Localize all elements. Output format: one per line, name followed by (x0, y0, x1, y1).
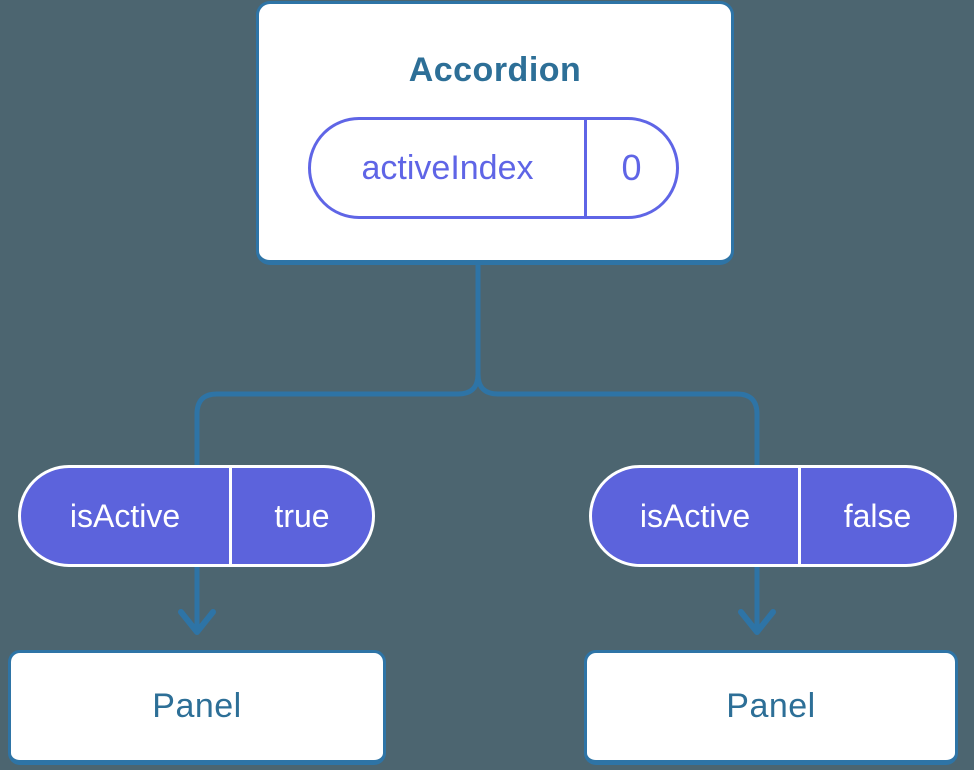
panel-title: Panel (152, 687, 242, 725)
arrow-down-icon (738, 609, 776, 635)
prop-name: isActive (69, 497, 181, 534)
state-name: activeIndex (361, 148, 534, 187)
accordion-component-card: Accordion activeIndex 0 (256, 1, 734, 265)
prop-pill-divider (798, 468, 801, 564)
accordion-title: Accordion (408, 51, 582, 89)
state-value: 0 (621, 147, 642, 188)
arrow-down-icon (178, 609, 216, 635)
prop-value: true (274, 497, 330, 534)
panel-component-card-left: Panel (8, 650, 386, 765)
connector-branch-left (194, 262, 481, 630)
prop-pill-isactive-true: isActive true (18, 465, 375, 567)
prop-value: false (843, 497, 912, 534)
panel-component-card-right: Panel (584, 650, 958, 765)
state-pill-divider (584, 120, 587, 216)
panel-title: Panel (726, 687, 816, 725)
prop-name: isActive (639, 497, 751, 534)
connector-branch-right (475, 262, 760, 630)
state-pill: activeIndex 0 (308, 117, 679, 219)
prop-pill-divider (229, 468, 232, 564)
prop-pill-isactive-false: isActive false (589, 465, 957, 567)
